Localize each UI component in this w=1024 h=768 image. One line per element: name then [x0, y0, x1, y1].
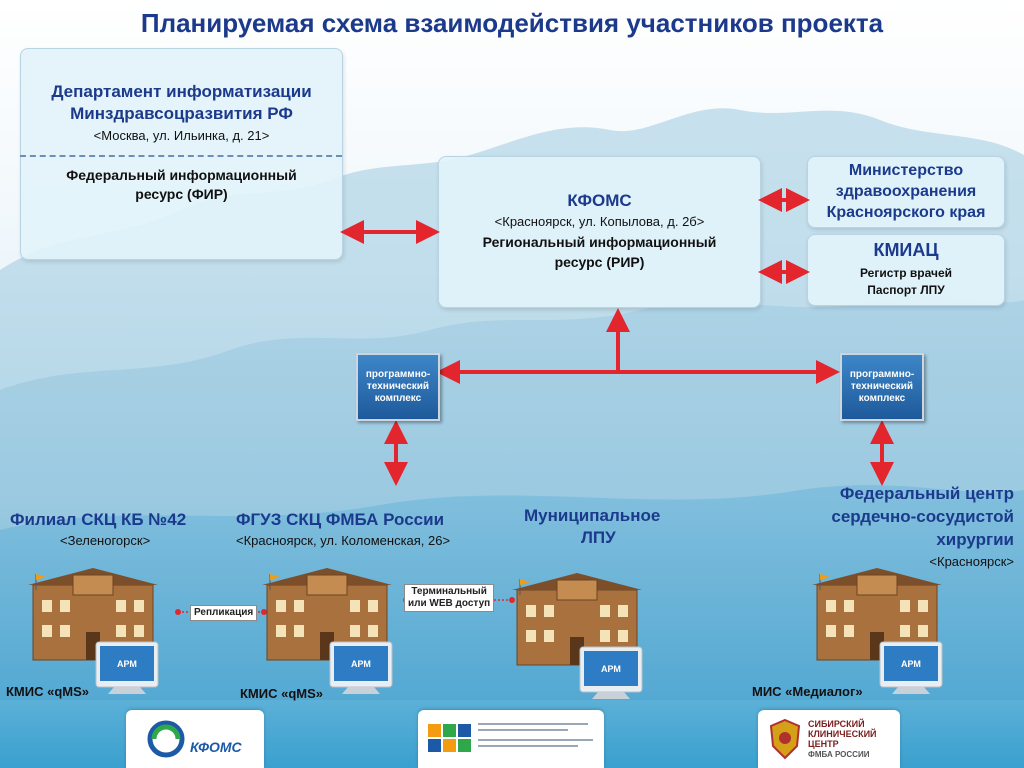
eagle-emblem-icon	[769, 718, 801, 760]
siberian-logo-line4: ФМБА РОССИИ	[808, 750, 870, 759]
fed-title-line1: Федеральный центр	[839, 484, 1014, 503]
kfoms-title: КФОМС	[567, 191, 632, 210]
kmiac-box: КМИАЦ Регистр врачей Паспорт ЛПУ	[807, 234, 1005, 306]
ptk-right-line1: программно-	[849, 369, 915, 380]
ministry-box: Министерство здравоохранения Красноярско…	[807, 156, 1005, 228]
ptk-right-box: программно- технический комплекс	[840, 353, 924, 421]
kfoms-box: КФОМС <Красноярск, ул. Копылова, д. 2б> …	[438, 156, 761, 308]
ministry-logo-card	[418, 710, 604, 768]
terminal-tag: Терминальный или WEB доступ	[404, 584, 495, 612]
siberian-logo-line2: КЛИНИЧЕСКИЙ	[808, 729, 877, 739]
dept-address: <Москва, ул. Ильинка, д. 21>	[93, 128, 270, 143]
fguz-arm-label: АРМ	[351, 659, 371, 669]
dept-divider	[20, 155, 342, 157]
ministry-line2: здравоохранения	[835, 183, 977, 200]
terminal-tag-line2: или WEB доступ	[408, 598, 491, 609]
mun-arm-monitor	[579, 646, 643, 699]
kfoms-resource-line2: ресурс (РИР)	[554, 254, 645, 270]
mun-title-line2: ЛПУ	[581, 528, 616, 547]
ptk-right-line2: технический	[850, 381, 914, 392]
dept-resource-line1: Федеральный информационный	[66, 167, 297, 183]
fed-system-label: МИС «Медиалог»	[752, 684, 863, 699]
kfoms-address: <Красноярск, ул. Копылова, д. 2б>	[494, 214, 705, 229]
filial-address: <Зеленогорск>	[60, 533, 151, 548]
ptk-right-line3: комплекс	[858, 393, 906, 404]
mun-building-icon: АРМ	[512, 573, 643, 699]
ministry-line3: Красноярского края	[826, 204, 986, 221]
mun-arm-label: АРМ	[601, 664, 621, 674]
kfoms-logo-icon	[147, 720, 185, 758]
kmiac-line2: Паспорт ЛПУ	[867, 283, 945, 297]
filial-system-label: КМИС «qMS»	[6, 684, 90, 699]
mun-title-line1: Муниципальное	[524, 506, 661, 525]
ministry-logo-text-lines	[478, 723, 593, 747]
dept-resource-line2: ресурс (ФИР)	[135, 186, 228, 202]
fed-arm-label: АРМ	[901, 659, 921, 669]
kmiac-line1: Регистр врачей	[859, 266, 953, 280]
fguz-building-icon: АРМ	[262, 568, 393, 694]
kfoms-logo-text: КФОМС	[190, 739, 242, 755]
dept-title-line2: Минздравсоцразвития РФ	[70, 104, 293, 123]
ptk-left-line1: программно-	[365, 369, 431, 380]
filial-title: Филиал СКЦ КБ №42	[10, 510, 187, 529]
filial-building-icon: АРМ	[28, 568, 159, 694]
terminal-tag-line1: Терминальный	[411, 586, 487, 597]
kmiac-title: КМИАЦ	[873, 240, 939, 260]
fguz-arm-monitor	[329, 641, 393, 694]
fguz-title: ФГУЗ СКЦ ФМБА России	[236, 510, 445, 529]
page-title: Планируемая схема взаимодействия участни…	[140, 8, 884, 38]
fed-building-icon: АРМ	[812, 568, 943, 694]
siberian-center-logo-card: СИБИРСКИЙ КЛИНИЧЕСКИЙ ЦЕНТР ФМБА РОССИИ	[758, 710, 900, 768]
ptk-left-line3: комплекс	[374, 393, 422, 404]
ptk-left-box: программно- технический комплекс	[356, 353, 440, 421]
dept-informatization-box: Департамент информатизации Минздравсоцра…	[20, 48, 343, 260]
fguz-system-label: КМИС «qMS»	[240, 686, 324, 701]
ministry-line1: Министерство	[848, 162, 964, 179]
kfoms-resource-line1: Региональный информационный	[482, 234, 717, 250]
ptk-left-line2: технический	[366, 381, 430, 392]
filial-arm-label: АРМ	[117, 659, 137, 669]
puzzle-logo-icon	[428, 724, 471, 752]
replication-tag: Репликация	[190, 605, 258, 621]
siberian-logo-line1: СИБИРСКИЙ	[808, 719, 865, 729]
filial-arm-monitor	[95, 641, 159, 694]
fguz-address: <Красноярск, ул. Коломенская, 26>	[236, 533, 451, 548]
kfoms-logo-card: КФОМС	[126, 710, 264, 768]
fed-title-line2: сердечно-сосудистой	[831, 507, 1014, 526]
fed-title-line3: хирургии	[936, 530, 1014, 549]
siberian-logo-line3: ЦЕНТР	[808, 739, 839, 749]
fed-arm-monitor	[879, 641, 943, 694]
fed-address: <Красноярск>	[929, 554, 1014, 569]
dept-title-line1: Департамент информатизации	[51, 82, 312, 101]
